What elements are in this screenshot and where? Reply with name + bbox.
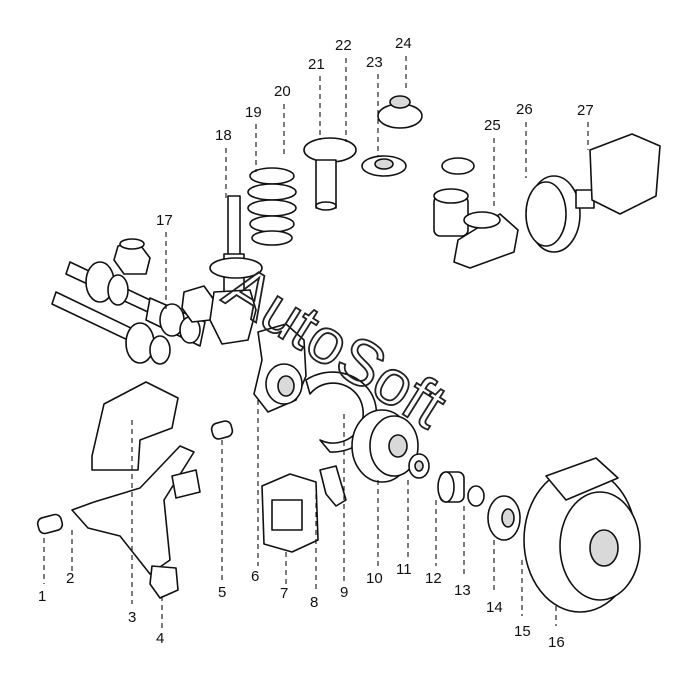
brake-drum bbox=[523, 457, 641, 613]
master-cylinder bbox=[453, 211, 519, 269]
callout-9: 9 bbox=[340, 584, 348, 601]
callout-20: 20 bbox=[274, 83, 291, 100]
subframe-bracket bbox=[91, 381, 179, 471]
callout-23: 23 bbox=[366, 54, 383, 71]
callout-16: 16 bbox=[548, 634, 565, 651]
callout-26: 26 bbox=[516, 101, 533, 118]
callout-labels: 1 2 3 4 5 6 7 8 9 10 11 12 13 14 15 16 1… bbox=[38, 35, 594, 651]
callout-6: 6 bbox=[251, 568, 259, 585]
callout-13: 13 bbox=[454, 582, 471, 599]
lower-control-arm bbox=[71, 445, 195, 575]
top-mount-plate bbox=[377, 95, 423, 129]
callout-7: 7 bbox=[280, 585, 288, 602]
callout-2: 2 bbox=[66, 570, 74, 587]
steering-knuckle bbox=[253, 323, 307, 413]
callout-5: 5 bbox=[218, 584, 226, 601]
callout-4: 4 bbox=[156, 630, 164, 647]
callout-1: 1 bbox=[38, 588, 46, 605]
strut-top-mount bbox=[303, 137, 357, 211]
callout-25: 25 bbox=[484, 117, 501, 134]
brake-disc bbox=[351, 409, 419, 483]
callout-19: 19 bbox=[245, 104, 262, 121]
bushing-front bbox=[36, 513, 64, 535]
wheel-bearing-ring bbox=[408, 453, 430, 479]
leader-lines bbox=[43, 56, 589, 628]
mount-bearing bbox=[361, 155, 407, 177]
callout-10: 10 bbox=[366, 570, 383, 587]
hub-flange bbox=[487, 495, 521, 541]
booster-bracket bbox=[589, 133, 661, 215]
callout-24: 24 bbox=[395, 35, 412, 52]
callout-18: 18 bbox=[215, 127, 232, 144]
hub-bearing bbox=[437, 471, 465, 503]
callout-22: 22 bbox=[335, 37, 352, 54]
callout-8: 8 bbox=[310, 594, 318, 611]
ball-joint bbox=[149, 565, 179, 599]
callout-21: 21 bbox=[308, 56, 325, 73]
reservoir-cap bbox=[441, 157, 475, 175]
retaining-ring bbox=[467, 485, 485, 507]
fluid-reservoir bbox=[433, 188, 469, 237]
coil-spring bbox=[247, 167, 297, 246]
brake-caliper bbox=[261, 473, 319, 553]
brake-pad bbox=[319, 465, 347, 507]
callout-15: 15 bbox=[514, 623, 531, 640]
watermark: AutoSoft bbox=[213, 251, 460, 442]
bushing-rear bbox=[210, 420, 234, 440]
callout-27: 27 bbox=[577, 102, 594, 119]
drive-shaft-upper bbox=[65, 261, 206, 347]
drive-shaft-lower bbox=[51, 291, 171, 365]
callout-12: 12 bbox=[425, 570, 442, 587]
brake-booster bbox=[525, 175, 595, 253]
callout-11: 11 bbox=[396, 561, 412, 578]
callout-17: 17 bbox=[156, 212, 173, 229]
strut-knuckle bbox=[209, 257, 263, 345]
cv-boot bbox=[113, 238, 151, 275]
callout-14: 14 bbox=[486, 599, 503, 616]
stabilizer-clamp bbox=[171, 469, 201, 499]
callout-3: 3 bbox=[128, 609, 136, 626]
